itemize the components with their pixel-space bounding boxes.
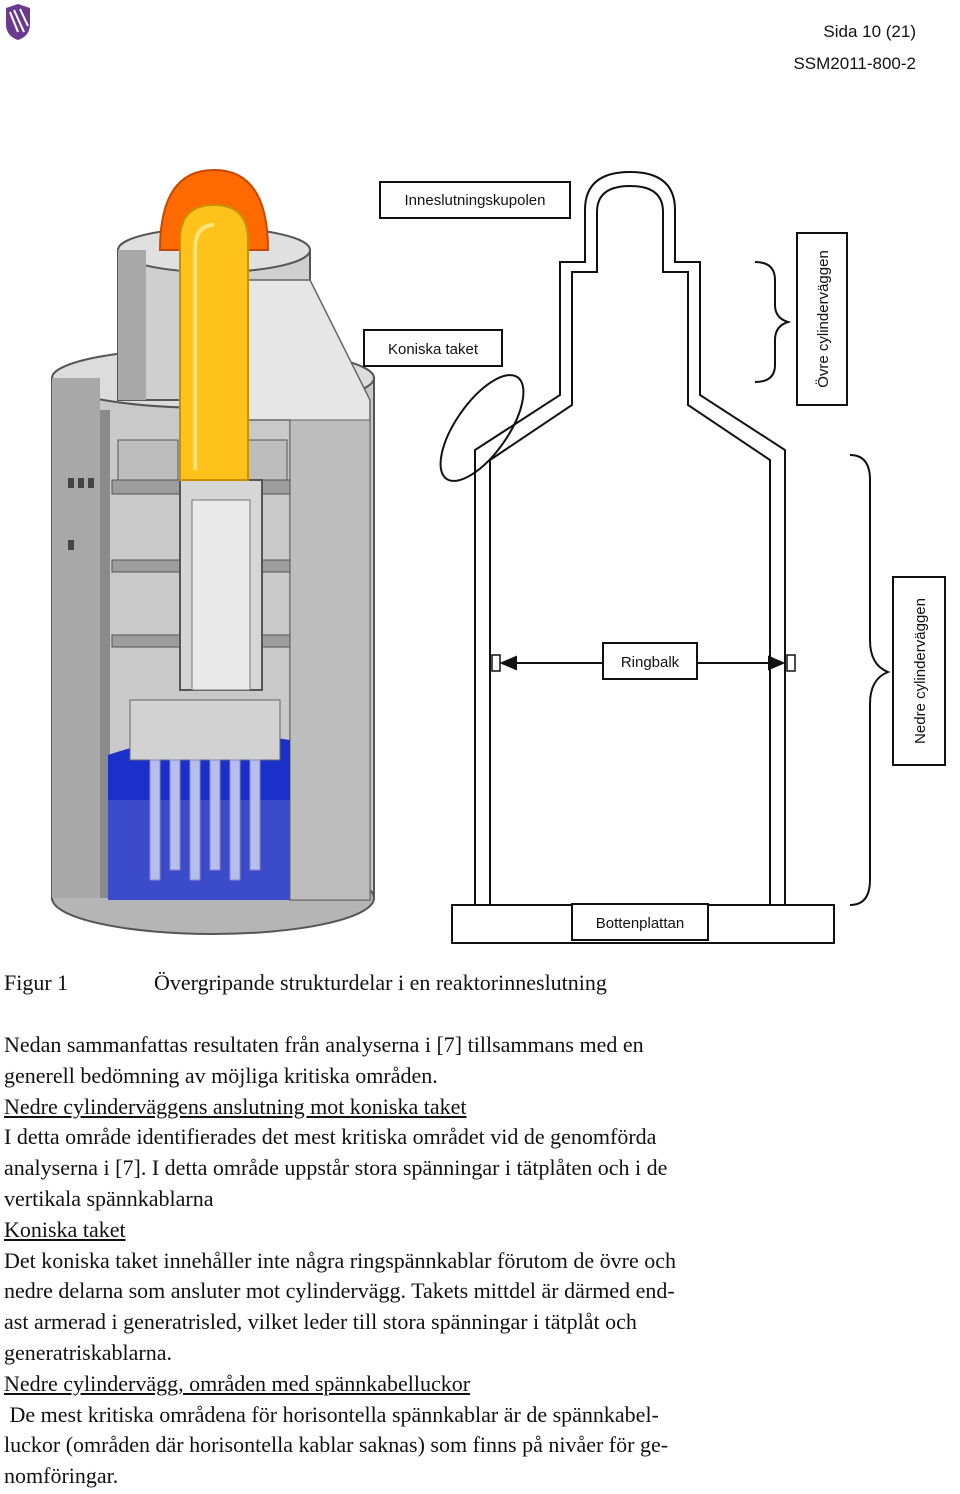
logo-icon [6, 4, 30, 40]
page-number: Sida 10 (21) [823, 22, 916, 41]
svg-text:Inneslutningskupolen: Inneslutningskupolen [405, 192, 546, 209]
label-dome: Inneslutningskupolen [379, 181, 571, 219]
figure-caption-text: Övergripande strukturdelar i en reaktori… [154, 970, 607, 995]
reactor-cutaway-illustration [51, 168, 375, 935]
paragraph-line: Nedan sammanfattas resultaten från analy… [4, 1032, 644, 1057]
paragraph-line: nomföringar. [4, 1463, 119, 1489]
section-heading: Koniska taket [4, 1216, 126, 1242]
critical-area-ellipse [439, 374, 525, 482]
paragraph-line: nedre delarna som ansluter mot cylinderv… [4, 1278, 675, 1304]
lower-wall-brace [849, 454, 891, 906]
document-id: SSM2011-800-2 [793, 54, 916, 73]
body-text: Nedan sammanfattas resultaten från analy… [4, 1030, 804, 1492]
paragraph-line: I detta område identifierades det mest k… [4, 1124, 657, 1150]
svg-text:Nedre cylinderväggen: Nedre cylinderväggen [912, 598, 929, 744]
ring-beam-arrow [499, 655, 786, 671]
paragraph-line: Det koniska taket innehåller inte några … [4, 1247, 676, 1273]
paragraph-line: generell bedömning av möjliga kritiska o… [4, 1062, 438, 1088]
paragraph-line: ast armerad i generatrisled, vilket lede… [4, 1309, 637, 1335]
paragraph-line: generatriskablarna. [4, 1339, 172, 1365]
upper-wall-brace [754, 261, 792, 383]
section-heading: Nedre cylinderväggens anslutning mot kon… [4, 1093, 467, 1119]
label-base-slab: Bottenplattan [571, 903, 709, 941]
svg-text:Bottenplattan: Bottenplattan [596, 915, 684, 932]
containment-figure: Inneslutningskupolen Koniska taket Ringb… [51, 168, 946, 944]
svg-text:Övre cylinderväggen: Övre cylinderväggen [814, 250, 832, 388]
label-cone: Koniska taket [363, 329, 503, 367]
svg-text:Ringbalk: Ringbalk [621, 654, 680, 671]
figure-caption-label: Figur 1 [4, 970, 69, 995]
label-lower-wall: Nedre cylinderväggen [892, 576, 946, 766]
paragraph-line: vertikala spännkablarna [4, 1185, 214, 1211]
paragraph-line: luckor (områden där horisontella kablar … [4, 1432, 669, 1458]
paragraph-line: analyserna i [7]. I detta område uppstår… [4, 1155, 668, 1181]
label-upper-wall: Övre cylinderväggen [796, 232, 848, 406]
svg-text:Koniska taket: Koniska taket [388, 341, 479, 358]
section-heading: Nedre cylindervägg, områden med spännkab… [4, 1370, 471, 1396]
paragraph-line: De mest kritiska områdena för horisontel… [4, 1401, 659, 1427]
containment-section-outline [451, 170, 835, 944]
label-ring-beam: Ringbalk [602, 642, 698, 680]
